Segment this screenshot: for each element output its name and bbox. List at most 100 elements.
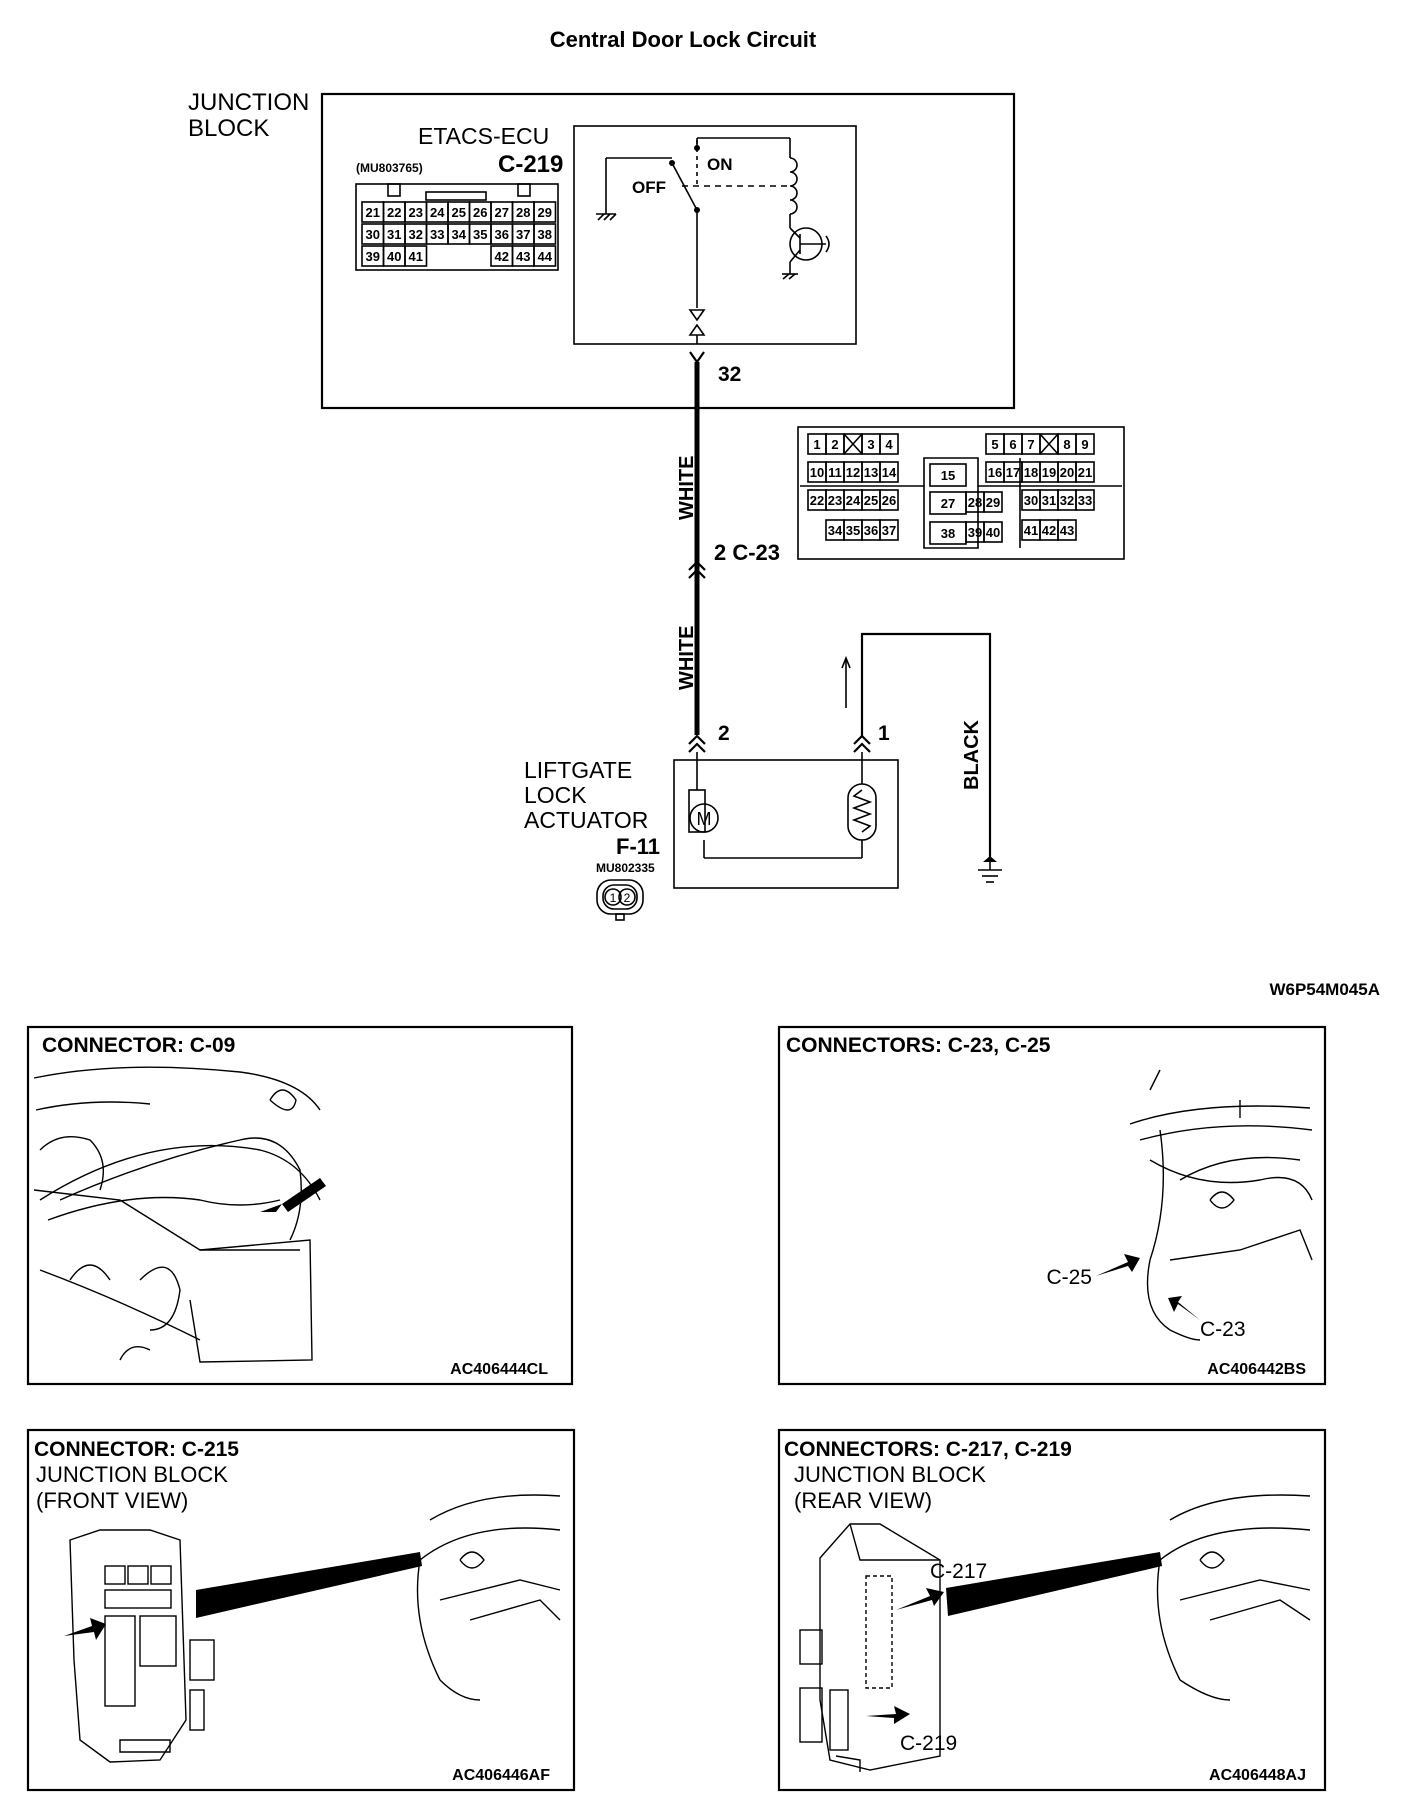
black-wire-label: BLACK — [961, 719, 983, 790]
white-wire-label-upper: WHITE — [676, 456, 698, 520]
c23-pin-15: 15 — [941, 468, 955, 483]
c217-callout: C-217 — [930, 1560, 987, 1583]
dashboard-sketch-1 — [33, 1066, 326, 1363]
actuator-frame — [673, 759, 899, 889]
ecu-connector-label: C-219 — [498, 151, 563, 178]
actuator-terminal-2 — [688, 734, 706, 753]
panel-connectors-c217-c219: CONNECTORS: C-217, C-219 JUNCTION BLOCK … — [777, 1428, 1327, 1792]
ecu-pin-36: 36 — [495, 227, 509, 242]
switch-on-label: ON — [707, 155, 733, 174]
c23-pin-11: 11 — [828, 465, 842, 480]
c23-pin-21: 21 — [1078, 465, 1092, 480]
ecu-pin-31: 31 — [387, 227, 401, 242]
panel-3-sub-2: (FRONT VIEW) — [36, 1488, 188, 1513]
c23-pin-43: 43 — [1060, 523, 1074, 538]
actuator-motor: M — [688, 752, 862, 859]
relay-coil — [789, 138, 798, 228]
c23-pin-23: 23 — [828, 493, 842, 508]
ecu-pin-29: 29 — [538, 205, 552, 220]
plug-pin-1: 1 — [610, 891, 617, 905]
panel-3-code: AC406446AF — [452, 1767, 550, 1784]
actuator-plug-icon: 1 2 — [596, 879, 644, 921]
c25-callout: C-25 — [1046, 1266, 1092, 1289]
c23-pin-4: 4 — [885, 437, 893, 452]
panel-4-code: AC406448AJ — [1209, 1767, 1306, 1784]
panel-4-sub-2: (REAR VIEW) — [794, 1488, 932, 1513]
ecu-pin-42: 42 — [495, 249, 509, 264]
c23-pin-19: 19 — [1042, 465, 1056, 480]
ecu-pin-30: 30 — [366, 227, 380, 242]
panel-connectors-c23-c25: CONNECTORS: C-23, C-25 AC406442BS C-25 C… — [777, 1025, 1327, 1386]
c23-pin-36: 36 — [864, 523, 878, 538]
ecu-pin-43: 43 — [516, 249, 530, 264]
c23-pin-9: 9 — [1081, 437, 1088, 452]
c23-label: 2 C-23 — [714, 540, 780, 565]
junction-block-rear-sketch — [799, 1523, 1162, 1772]
c23-pin-22: 22 — [810, 493, 824, 508]
actuator-connector-label: F-11 — [616, 834, 660, 859]
panel-4-sub-1: JUNCTION BLOCK — [794, 1462, 986, 1487]
c23-pin-28: 28 — [968, 495, 982, 510]
actuator-label-1: LIFTGATE — [524, 757, 632, 783]
dashboard-sketch-3 — [416, 1494, 561, 1701]
junction-block-frame — [320, 92, 1016, 410]
ecu-pin-33: 33 — [430, 227, 444, 242]
c23-pin-25: 25 — [864, 493, 878, 508]
ecu-pin-32-label: 32 — [718, 363, 741, 386]
dashboard-sketch-4 — [1156, 1494, 1311, 1701]
ground-symbol — [978, 856, 1002, 883]
c23-pin-14: 14 — [882, 465, 897, 480]
c23-pin-35: 35 — [846, 523, 860, 538]
ecu-name: ETACS-ECU — [418, 123, 549, 149]
c23-pin-24: 24 — [846, 493, 861, 508]
ecu-pin-23: 23 — [409, 205, 423, 220]
c23-pin-10: 10 — [810, 465, 824, 480]
white-wire-label-lower: WHITE — [676, 626, 698, 690]
c25-arrow — [1096, 1254, 1140, 1276]
c23-pin-18: 18 — [1024, 465, 1038, 480]
c23-pin-37: 37 — [882, 523, 896, 538]
c23-pin-31: 31 — [1042, 493, 1056, 508]
c23-arrow — [1168, 1296, 1200, 1320]
ecu-pin-21: 21 — [366, 205, 380, 220]
actuator-pin-1-label: 1 — [878, 722, 890, 745]
c23-pin-6: 6 — [1009, 437, 1016, 452]
junction-block-label-2: BLOCK — [188, 115, 269, 142]
ecu-pin-38: 38 — [538, 227, 552, 242]
c23-pin-29: 29 — [986, 495, 1000, 510]
panel-2-code: AC406442BS — [1207, 1361, 1306, 1378]
transistor — [782, 227, 830, 280]
ecu-pin-28: 28 — [516, 205, 530, 220]
c23-pin-8: 8 — [1063, 437, 1070, 452]
c23-pin-30: 30 — [1024, 493, 1038, 508]
c23-pin-27: 27 — [941, 496, 955, 511]
junction-block-front-sketch — [64, 1529, 422, 1763]
ecu-pin-37: 37 — [516, 227, 530, 242]
panel-3-title: CONNECTOR: C-215 — [34, 1438, 239, 1461]
c219-callout: C-219 — [900, 1732, 957, 1755]
black-wire — [860, 632, 992, 860]
c23-pin-3: 3 — [867, 437, 874, 452]
panel-2-title: CONNECTORS: C-23, C-25 — [786, 1034, 1051, 1057]
actuator-label-2: LOCK — [524, 782, 587, 808]
actuator-label-3: ACTUATOR — [524, 807, 648, 833]
panel-connector-c09: CONNECTOR: C-09 AC406444CL — [26, 1025, 574, 1386]
ecu-switch: ON OFF — [596, 137, 790, 344]
ecu-pin-24: 24 — [430, 205, 445, 220]
c23-pin-41: 41 — [1024, 523, 1038, 538]
current-arrow — [841, 655, 851, 708]
actuator-part-number: MU802335 — [596, 861, 655, 875]
plug-pin-2: 2 — [624, 891, 631, 905]
switch-off-label: OFF — [632, 178, 666, 197]
dashboard-sketch-2 — [1129, 1069, 1313, 1341]
diagram-title: Central Door Lock Circuit — [550, 27, 817, 52]
c23-pin-39: 39 — [968, 525, 982, 540]
panel-1-code: AC406444CL — [450, 1361, 548, 1378]
ecu-pin-44: 44 — [538, 249, 553, 264]
actuator-terminal-1 — [853, 734, 871, 753]
c23-pin-42: 42 — [1042, 523, 1056, 538]
c23-pin-40: 40 — [986, 525, 1000, 540]
